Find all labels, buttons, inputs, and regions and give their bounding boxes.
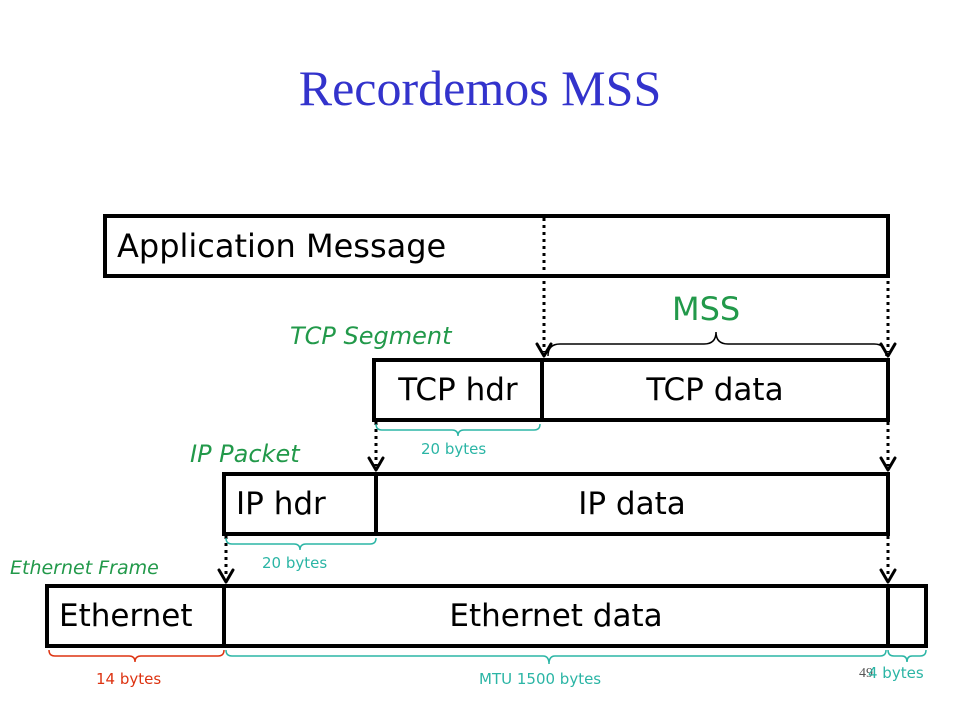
ip-header-size: 20 bytes	[262, 554, 328, 572]
tcp-data-label: TCP data	[646, 372, 784, 408]
ethernet-header-label: Ethernet	[59, 598, 193, 634]
tcp-header-brace	[375, 423, 541, 437]
mss-brace	[547, 331, 887, 357]
ip-packet-caption: IP Packet	[190, 440, 300, 468]
tcp-end-arrowhead	[879, 456, 897, 472]
ip-header-label: IP hdr	[236, 486, 326, 522]
application-message-box: Application Message	[103, 214, 890, 278]
ethernet-trailer-brace	[887, 649, 927, 663]
ip-header-brace	[225, 537, 377, 551]
slide-title: Recordemos MSS	[298, 60, 662, 116]
tcp-data-box: TCP data	[540, 358, 890, 422]
mtu-size: MTU 1500 bytes	[479, 670, 602, 688]
ethernet-header-brace	[48, 649, 225, 663]
ethernet-frame-caption: Ethernet Frame	[10, 557, 159, 579]
page-number: 49	[859, 666, 873, 681]
mss-start-arrowhead	[535, 342, 553, 358]
ip-end-arrowhead	[879, 568, 897, 584]
mtu-brace	[225, 649, 887, 665]
ethernet-trailer-size: 4 bytes	[868, 664, 924, 682]
application-message-label: Application Message	[117, 227, 447, 265]
mss-label: MSS	[672, 290, 741, 328]
tcp-header-label: TCP hdr	[398, 372, 518, 408]
ip-data-box: IP data	[374, 472, 890, 536]
ethernet-data-label: Ethernet data	[449, 598, 663, 634]
ip-start-arrowhead	[217, 568, 235, 584]
ethernet-header-box: Ethernet	[45, 584, 226, 648]
tcp-header-size: 20 bytes	[421, 440, 487, 458]
ethernet-header-size: 14 bytes	[96, 670, 162, 688]
tcp-start-arrowhead	[367, 456, 385, 472]
ethernet-trailer-box	[886, 584, 928, 648]
tcp-segment-caption: TCP Segment	[290, 322, 452, 350]
ip-data-label: IP data	[578, 486, 686, 522]
ip-header-box: IP hdr	[222, 472, 378, 536]
